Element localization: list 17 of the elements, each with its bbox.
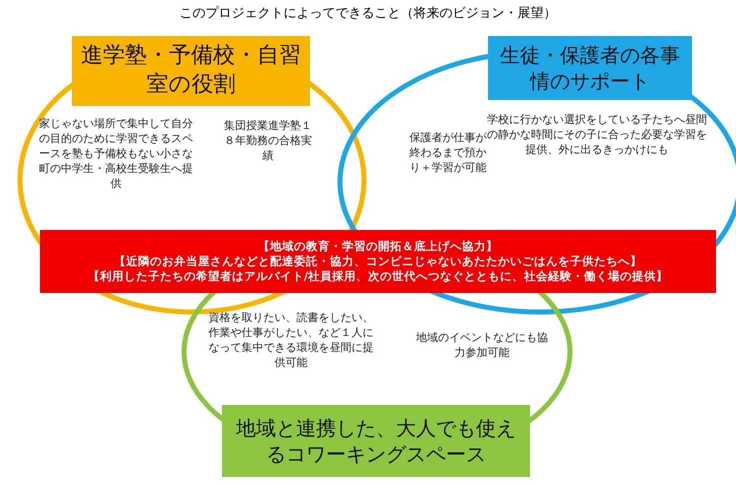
heading-text: 生徒・保護者の各事情のサポート [499, 42, 681, 94]
heading-box [488, 36, 692, 100]
note-text: 地域のイベントなどにも協力参加可能 [415, 330, 549, 360]
banner-line: 【地域の教育・学習の開拓＆底上げへ協力】 [257, 239, 499, 254]
heading-text: 進学塾・予備校・自習室の役割 [80, 42, 302, 99]
title: このプロジェクトによってできること（将来のビジョン・展望） [178, 5, 558, 22]
note-text: 資格を取りたい、読書をしたい、作業や仕事がしたい、など１人になって集中できる環境を昼間に提供可能 [208, 310, 374, 370]
heading-box [222, 405, 530, 477]
banner-line: 【近隣のお弁当屋さんなどと配達委託・協力、コンビニじゃないあたたかいごはんを子供たちへ】 [113, 254, 643, 269]
banner-line: 【利用した子たちの希望者はアルバイト/社員採用、次の世代へつなぐとともに、社会経験・働く場の提供】 [86, 268, 670, 284]
heading-text: 地域と連携した、大人でも使えるコワーキングスペース [235, 415, 517, 467]
banner-box [40, 230, 716, 293]
note-text: 家じゃない場所で集中して自分の目的のために学習できるスペースを塾も予備校もない小さな町の中学生・高校生受験生へ提供 [38, 116, 194, 191]
heading-box [72, 36, 310, 106]
note-text: 集団授業進学塾１８年勤務の合格実績 [223, 118, 313, 163]
note-text: 学校に行かない選択をしている子たちへ昼間の静かな時間にその子に合った必要な学習を提供、外に出るきっかけにも [486, 112, 708, 157]
note-text: 保護者が仕事が終わるまで預かり＋学習が可能 [408, 130, 488, 175]
